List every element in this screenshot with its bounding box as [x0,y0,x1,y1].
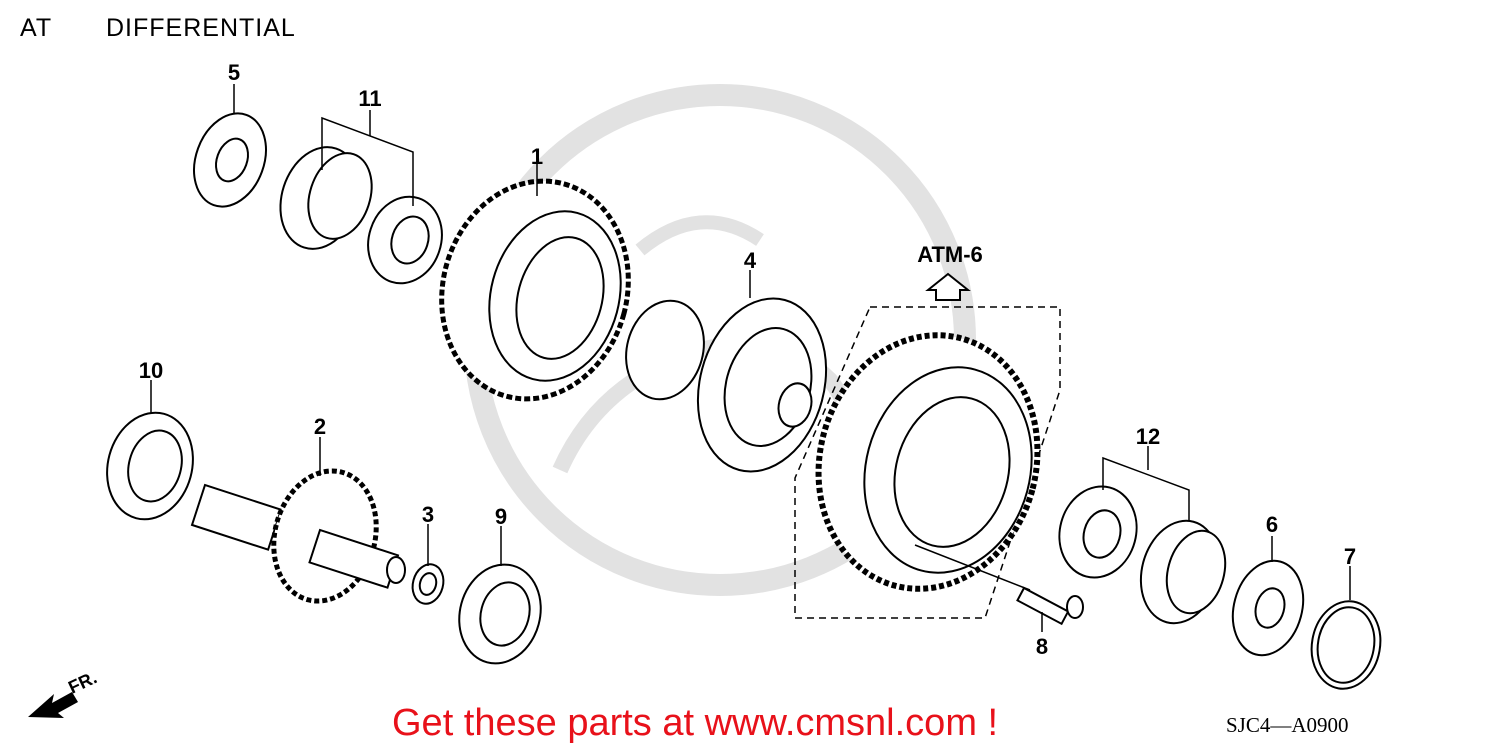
front-direction-arrow-icon: FR. [28,667,100,718]
callout-7: 7 [1344,544,1356,569]
parts-store-link[interactable]: Get these parts at www.cmsnl.com ! [392,702,999,744]
carrier-part-4[interactable] [615,284,844,486]
callout-10: 10 [139,358,163,383]
callout-4: 4 [744,248,757,273]
callout-9: 9 [495,504,507,529]
ring-gear-part-1[interactable] [418,160,653,420]
leader-lines [150,84,1351,632]
reference-atm6[interactable]: ATM-6 [917,242,983,267]
bearing-part-11[interactable] [268,137,453,293]
callout-12: 12 [1136,424,1160,449]
shaft-part-2[interactable] [190,459,406,612]
shim-part-6[interactable] [1223,553,1314,663]
snap-ring-part-7[interactable] [1305,596,1387,694]
washer-part-3[interactable] [408,561,447,607]
seal-part-5[interactable] [182,103,279,216]
callout-8: 8 [1036,634,1048,659]
callout-6: 6 [1266,512,1278,537]
callout-3: 3 [422,502,434,527]
bolt-part-8[interactable] [914,544,1084,626]
bearing-part-9[interactable] [448,555,551,672]
callout-5: 5 [228,60,240,85]
bearing-part-12[interactable] [1049,478,1234,632]
callout-11: 11 [358,86,381,111]
page-title: DIFFERENTIAL [106,14,296,42]
callout-2: 2 [314,414,326,439]
atm6-reference-group [791,272,1066,619]
final-gear[interactable] [791,310,1066,613]
callout-1: 1 [531,144,543,169]
section-label: AT [20,14,53,42]
diagram-code: SJC4—A0900 [1226,713,1349,737]
bearing-part-10[interactable] [95,403,204,529]
